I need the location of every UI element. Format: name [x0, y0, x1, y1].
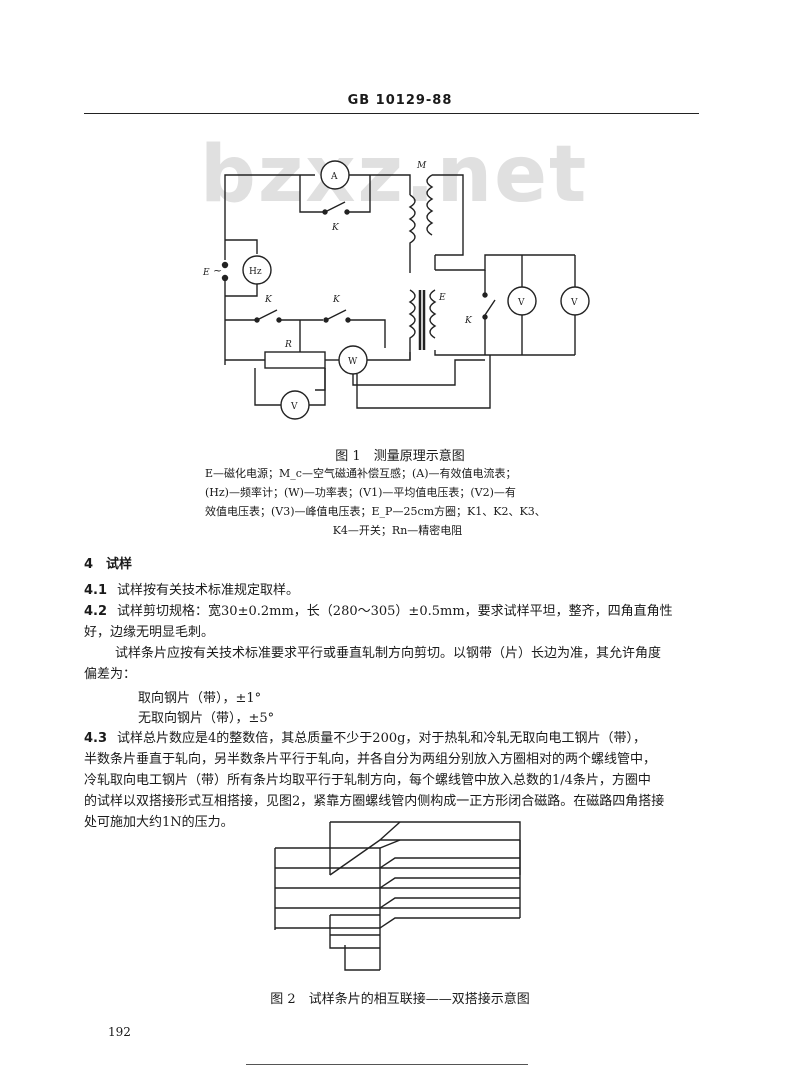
ep-secondary-coil	[429, 289, 437, 339]
resistor-rn	[264, 351, 326, 369]
k2-label: K	[331, 223, 340, 233]
rn-label: R	[284, 340, 292, 350]
paragraph-4-3: 4.3 试样总片数应是4的整数倍，其总质量不少于200g，对于热轧和冷轧无取向电工…	[84, 728, 700, 833]
ammeter-label: A	[330, 172, 338, 182]
figure2-overlap-diagram	[274, 821, 521, 971]
mc-secondary-coil	[426, 174, 434, 236]
clause-text: 处可施加大约1N的压力。	[84, 815, 234, 830]
clause-text: 冷轧取向电工钢片（带）所有条片均取平行于轧制方向，每个螺线管中放入总数的1/4条…	[84, 773, 651, 788]
legend-line: K4—开关；Rn—精密电阻	[332, 524, 463, 537]
clause-text: 试样按有关技术标准规定取样。	[117, 583, 300, 598]
header-rule	[84, 113, 699, 114]
legend-line: (Hz)—频率计；(W)—功率表；(V1)—平均值电压表；(V2)—有	[205, 486, 516, 499]
source-e-label: E	[202, 268, 210, 278]
header-standard-number: GB 10129-88	[347, 93, 453, 108]
clause-text: 半数条片垂直于轧向，另半数条片平行于轧向，并各自分为两组分别放入方圈相对的两个螺…	[84, 752, 657, 767]
k2-wire-right	[349, 175, 371, 213]
clause-number: 4.2	[84, 604, 108, 619]
tolerance-non-oriented: 无取向钢片（带），±5°	[138, 711, 275, 726]
wire-top-left	[224, 174, 315, 260]
ep-primary-coil	[408, 289, 416, 360]
hz-wire-top	[225, 239, 258, 254]
vertical-strip-stack	[329, 914, 380, 971]
wire-top-right	[349, 174, 411, 195]
switch-k3	[327, 309, 347, 320]
k4-label: K	[264, 295, 273, 305]
legend-line: E—磁化电源；M_c—空气磁通补偿互感；(A)—有效值电流表；	[205, 467, 517, 480]
ep-secondary-bottom-wire	[434, 350, 575, 356]
mc-secondary-wire	[432, 174, 464, 256]
clause-number: 4.3	[84, 731, 108, 746]
page-number: 192	[108, 1025, 131, 1039]
horizontal-strips	[274, 839, 521, 970]
svg-text:~: ~	[213, 264, 222, 277]
switch-k1	[484, 299, 496, 316]
ep-secondary-top-wire	[435, 254, 575, 271]
tolerance-oriented: 取向钢片（带），±1°	[138, 691, 262, 706]
clause-text: 好，边缘无明显毛刺。	[84, 625, 215, 640]
wattmeter-label: W	[348, 357, 358, 367]
footer-rule	[246, 1064, 528, 1065]
k3-label: K	[332, 295, 341, 305]
v1-label: V	[517, 298, 525, 308]
figure2-caption: 图 2 试样条片的相互联接——双搭接示意图	[270, 992, 530, 1007]
clause-text: 试样总片数应是4的整数倍，其总质量不少于200g，对于热轧和冷轧无取向电工钢片（…	[117, 731, 646, 746]
k2-wire-left	[299, 175, 323, 213]
clause-text: 偏差为：	[84, 667, 137, 682]
clause-number: 4.1	[84, 583, 108, 598]
figure1-caption: 图 1 测量原理示意图	[335, 449, 465, 464]
figure1-circuit-diagram: A M K E ~ Hz K K R W V V V E K	[202, 160, 590, 420]
v3-label: V	[290, 402, 298, 412]
section-heading: 4 试样	[84, 557, 133, 572]
paragraph-4-1: 4.1 试样按有关技术标准规定取样。	[84, 580, 700, 601]
mc-primary-coil	[408, 194, 416, 273]
k1-label: K	[464, 316, 473, 326]
hz-wire-bottom	[225, 284, 258, 297]
paragraph-4-2: 4.2 试样剪切规格：宽30±0.2mm，长（280～305）±0.5mm，要求试…	[84, 601, 700, 643]
switch-k4	[258, 309, 278, 320]
hz-label: Hz	[249, 267, 262, 277]
clause-text: 试样条片应按有关技术标准要求平行或垂直轧制方向剪切。以钢带（片）长边为准，其允许…	[115, 646, 662, 661]
clause-text: 的试样以双搭接形式互相搭接，见图2，紧靠方圈螺线管内侧构成一正方形闭合磁路。在磁…	[84, 794, 665, 809]
v2-label: V	[570, 298, 578, 308]
clause-text: 试样剪切规格：宽30±0.2mm，长（280～305）±0.5mm，要求试样平坦…	[117, 604, 673, 619]
mc-label: M	[416, 161, 427, 171]
ep-label: E	[438, 293, 446, 303]
legend-line: 效值电压表；(V3)—峰值电压表；E_P—25cm方圈；K1、K2、K3、	[205, 505, 546, 518]
figure1-legend: E—磁化电源；M_c—空气磁通补偿互感；(A)—有效值电流表； (Hz)—频率计…	[205, 464, 590, 540]
paragraph-4-2-tolerance: 试样条片应按有关技术标准要求平行或垂直轧制方向剪切。以钢带（片）长边为准，其允许…	[84, 643, 700, 685]
switch-k2	[326, 201, 346, 212]
